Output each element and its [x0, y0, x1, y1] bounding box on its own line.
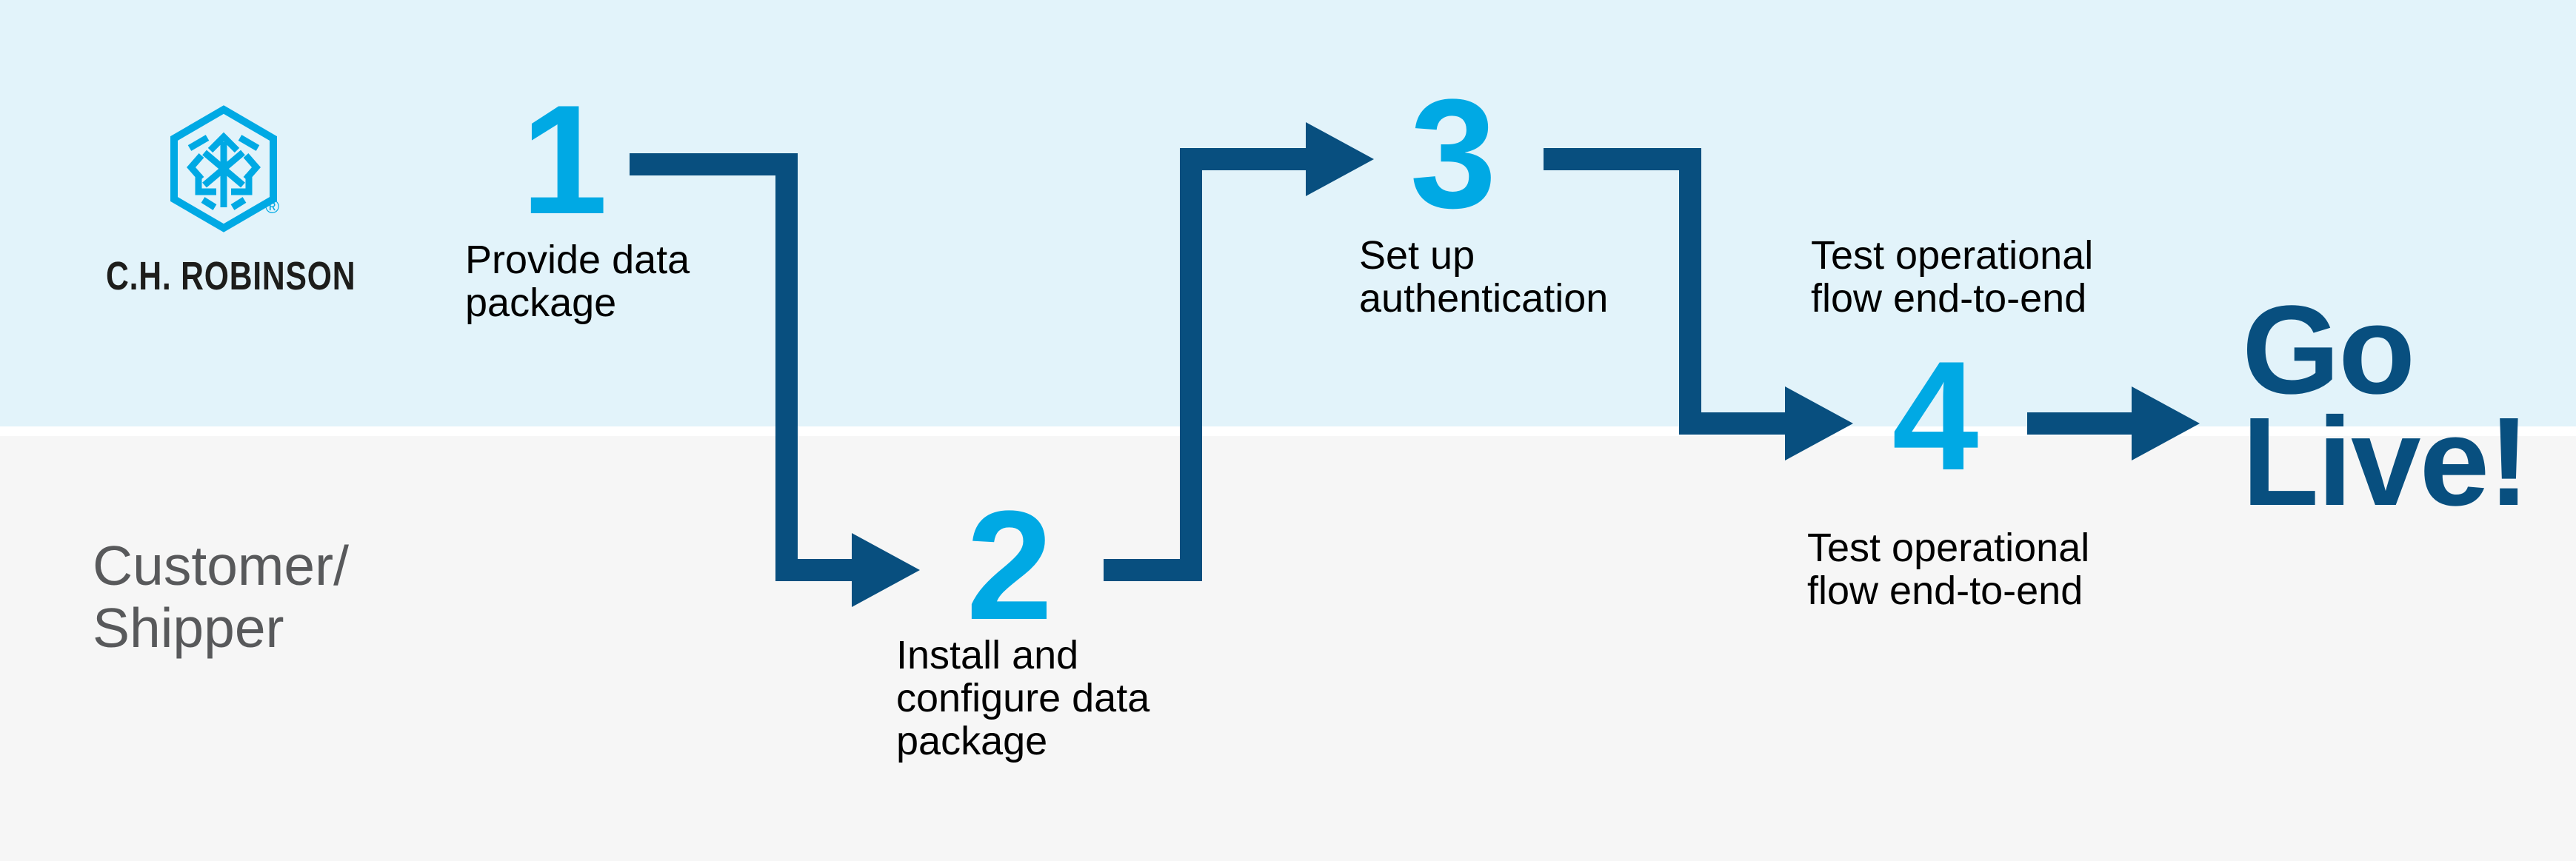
- arrow-3-4-arrowhead-icon: [1785, 386, 1853, 460]
- customer-shipper-label: Customer/ Shipper: [93, 535, 349, 659]
- arrow-3-4-vertical-segment: [1679, 148, 1701, 435]
- arrow-1-2-vertical-segment: [775, 153, 798, 581]
- registered-trademark: ®: [265, 195, 280, 218]
- arrow-2-3-arrowhead-icon: [1306, 122, 1374, 196]
- arrow-1-2-arrowhead-icon: [852, 533, 920, 607]
- customer-shipper-line2: Shipper: [93, 597, 284, 659]
- arrow-1-2-top-segment: [630, 153, 798, 175]
- chrobinson-lane-background: [0, 0, 2576, 431]
- step-1-number: 1: [521, 73, 608, 247]
- step-4-number: 4: [1892, 329, 1979, 503]
- arrow-4-golive-arrowhead-icon: [2132, 386, 2200, 460]
- customer-shipper-line1: Customer/: [93, 535, 349, 597]
- arrow-3-4-bottom-segment: [1679, 412, 1785, 435]
- customer-lane-background: [0, 431, 2576, 861]
- go-live-text: Go Live!: [2242, 280, 2530, 532]
- chrobinson-wordmark: C.H. ROBINSON: [106, 254, 356, 298]
- step-4-label-below: Test operational flow end-to-end: [1807, 526, 2090, 613]
- chrobinson-logo: ® C.H. ROBINSON: [106, 105, 436, 298]
- lane-divider: [0, 426, 2576, 436]
- step-1-label: Provide data package: [465, 238, 690, 325]
- step-3-label: Set up authentication: [1359, 233, 1609, 321]
- step-2-label: Install and configure data package: [896, 633, 1150, 763]
- arrow-3-4-top-segment: [1544, 148, 1701, 170]
- arrow-1-2-bottom-segment: [775, 559, 852, 581]
- step-3-number: 3: [1409, 67, 1497, 241]
- step-2-number: 2: [966, 478, 1053, 652]
- step-4-label-above: Test operational flow end-to-end: [1811, 233, 2094, 321]
- arrow-4-golive-segment: [2027, 412, 2132, 435]
- hexagon-cube-arrows-icon: [170, 105, 277, 232]
- arrow-2-3-top-segment: [1180, 148, 1306, 170]
- arrow-2-3-vertical-segment: [1180, 148, 1202, 581]
